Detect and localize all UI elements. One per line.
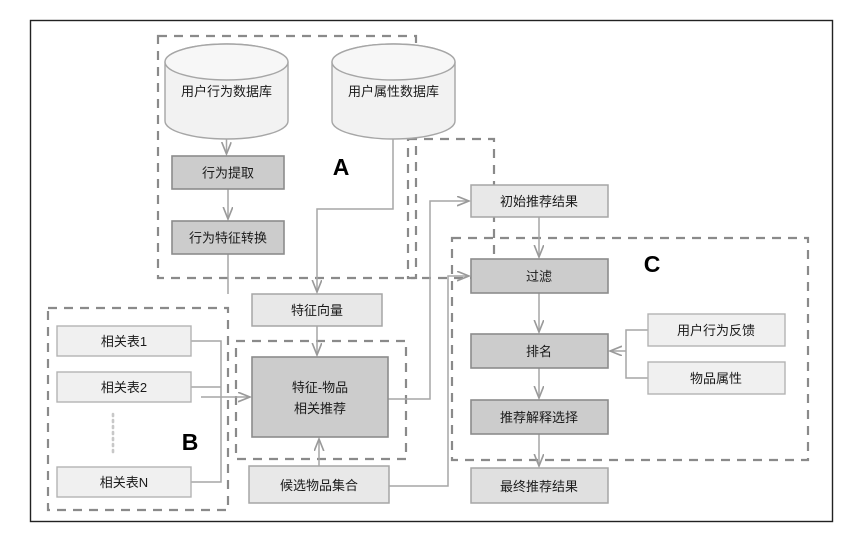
node-feature-vector[interactable]: 特征向量 xyxy=(251,293,383,327)
node-tableN[interactable]: 相关表N xyxy=(56,466,192,498)
edge-table1-bus xyxy=(191,340,222,397)
group-boxes xyxy=(46,34,810,512)
node-final-result[interactable]: 最终推荐结果 xyxy=(470,467,609,504)
node-label: 候选物品集合 xyxy=(280,478,358,493)
edge-tableN-bus xyxy=(191,397,222,483)
node-shape xyxy=(171,155,285,190)
node-table2[interactable]: 相关表2 xyxy=(56,371,192,403)
node-filter[interactable]: 过滤 xyxy=(470,258,609,294)
group-box-C xyxy=(450,236,810,462)
connectors xyxy=(191,139,648,487)
edge-db-attribute-to-vector xyxy=(317,139,394,292)
node-label-line2: 相关推荐 xyxy=(294,401,346,416)
node-label: 相关表2 xyxy=(101,380,147,395)
node-label: 相关表1 xyxy=(101,334,147,349)
node-item-attribute[interactable]: 物品属性 xyxy=(647,361,786,395)
node-label: 推荐解释选择 xyxy=(500,410,578,425)
group-label-C: C xyxy=(644,251,661,277)
cylinder-top xyxy=(331,43,456,81)
node-label: 最终推荐结果 xyxy=(500,479,578,494)
node-shape xyxy=(470,184,609,218)
node-shape xyxy=(470,399,609,435)
node-label: 物品属性 xyxy=(690,371,742,386)
group-label-A: A xyxy=(333,154,350,180)
node-label: 过滤 xyxy=(526,269,552,284)
node-label: 特征向量 xyxy=(291,303,343,318)
node-shape xyxy=(56,466,192,498)
node-shape xyxy=(470,467,609,504)
edge-candidate-to-filter xyxy=(389,276,469,487)
group-label-B: B xyxy=(182,429,199,455)
node-shape xyxy=(251,293,383,327)
edge-feedback-bus xyxy=(625,329,648,351)
node-label: 初始推荐结果 xyxy=(500,194,578,209)
node-shape xyxy=(647,361,786,395)
node-label: 用户属性数据库 xyxy=(348,84,439,99)
node-rank[interactable]: 排名 xyxy=(470,333,609,369)
node-label: 用户行为数据库 xyxy=(181,84,272,99)
node-table1[interactable]: 相关表1 xyxy=(56,325,192,357)
node-label-line1: 特征-物品 xyxy=(292,380,348,395)
node-shape xyxy=(56,325,192,357)
group-box-B xyxy=(46,306,230,512)
node-shape xyxy=(251,356,389,438)
node-user-feedback[interactable]: 用户行为反馈 xyxy=(647,313,786,347)
node-db-behavior[interactable]: 用户行为数据库 xyxy=(164,43,289,140)
node-shape xyxy=(647,313,786,347)
group-box-recommender xyxy=(234,339,408,461)
node-shape xyxy=(470,258,609,294)
edge-itemattr-bus xyxy=(625,351,648,379)
node-explain-select[interactable]: 推荐解释选择 xyxy=(470,399,609,435)
node-behavior-feature-convert[interactable]: 行为特征转换 xyxy=(171,220,285,255)
node-db-attribute[interactable]: 用户属性数据库 xyxy=(331,43,456,140)
cylinder-top xyxy=(164,43,289,81)
node-shape xyxy=(171,220,285,255)
node-candidate-set[interactable]: 候选物品集合 xyxy=(248,465,390,504)
node-shape xyxy=(470,333,609,369)
node-label: 相关表N xyxy=(100,475,148,490)
node-shape xyxy=(248,465,390,504)
node-label: 排名 xyxy=(526,344,552,359)
group-box-A xyxy=(156,34,418,280)
node-feature-item-rec[interactable]: 特征-物品 相关推荐 xyxy=(251,356,389,438)
node-label: 用户行为反馈 xyxy=(677,323,755,338)
node-label: 行为提取 xyxy=(202,166,254,181)
edge-rec-to-initial xyxy=(388,201,469,400)
node-label: 行为特征转换 xyxy=(189,231,267,246)
node-initial-result[interactable]: 初始推荐结果 xyxy=(470,184,609,218)
node-behavior-extract[interactable]: 行为提取 xyxy=(171,155,285,190)
node-shape xyxy=(56,371,192,403)
